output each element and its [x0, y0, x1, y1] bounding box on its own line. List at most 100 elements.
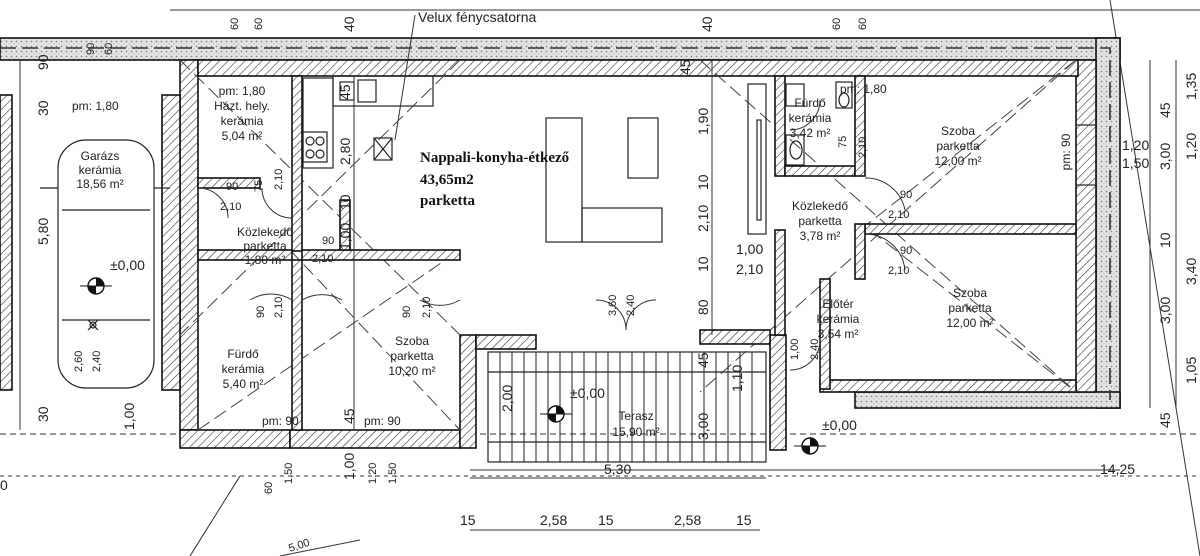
room-eloter-floor: kerámia	[817, 312, 860, 326]
left-dimensions: 90 30 5,80 30 1,00 2,60 2,40 0	[0, 54, 137, 493]
dimension-label: 2,10	[888, 265, 909, 277]
dimension-label: 60	[831, 18, 843, 30]
dimension-label: 90	[85, 43, 97, 55]
dimension-label: 2,80	[337, 138, 353, 165]
dimension-label: 2,60	[73, 351, 85, 372]
room-kozl2-name: Közlekedő	[792, 199, 848, 213]
kitchen-dimensions: 45 2,80 10 1,00	[337, 84, 353, 250]
dimension-label: 1,90	[695, 108, 711, 135]
room-labels: Garázs kerámia 18,56 m² pm: 1,80 Házt. h…	[76, 84, 993, 439]
room-kozl1-name: Közlekedő	[237, 225, 293, 239]
terrace-stairs	[487, 351, 767, 479]
room-szoba1-name: Szoba	[395, 334, 429, 348]
room-terasz-name: Terasz	[618, 409, 653, 423]
terrace-dimensions: 2,00 3,00 1,10 5,30 14,25	[499, 365, 1135, 477]
dimension-label: 3,00	[1157, 297, 1173, 324]
dimension-label: 90	[255, 306, 267, 318]
door-dimensions: 90 2,10 75 2,10 90 2,10 90 2,10 90 2,10 …	[220, 136, 869, 318]
dimension-label: 90	[401, 306, 413, 318]
right-dimensions: 45 3,00 10 3,40 3,00 45 1,35 1,20 1,50 1…	[1122, 73, 1199, 428]
dimension-label: 90	[35, 54, 51, 70]
room-furdo2-floor: kerámia	[789, 111, 832, 125]
dimension-label: 5,30	[604, 461, 631, 477]
room-furdo1-area: 5,40 m²	[223, 377, 264, 391]
dimension-label: 60	[857, 18, 869, 30]
dimension-label: 2,10	[695, 205, 711, 232]
room-szoba1-area: 10,20 m²	[388, 364, 435, 378]
main-room-area: 43,65m2	[420, 172, 474, 188]
dimension-label: 2,40	[625, 295, 637, 316]
dimension-label: 1,20	[1122, 137, 1149, 153]
main-room-name: Nappali-konyha-étkező	[420, 150, 570, 166]
dimension-label: 45	[1157, 102, 1173, 118]
dimension-label: 1,35	[1183, 73, 1199, 100]
room-szoba3-name: Szoba	[953, 286, 987, 300]
fixtures	[302, 75, 1097, 243]
top-dimensions: 60 60 40 40 60 60 90 60	[85, 16, 869, 55]
dimension-label: 30	[35, 406, 51, 422]
room-eloter-name: Előtér	[822, 297, 853, 311]
dimension-label: 2,10	[312, 253, 333, 265]
level-markers	[80, 277, 826, 455]
dimension-label: 3,60	[607, 295, 619, 316]
dimension-label: 15	[598, 512, 614, 528]
dimension-label: 2,58	[540, 512, 567, 528]
dimension-label: 1,05	[1183, 357, 1199, 384]
right-door-dimensions: 90 2,10 90 2,10 1,00 2,40 3,60 2,40	[607, 189, 912, 360]
dimension-label: 14,25	[1100, 461, 1135, 477]
dimension-label: 2,40	[809, 339, 821, 360]
room-garazs-floor: kerámia	[79, 163, 122, 177]
car-outline	[40, 139, 170, 389]
room-kozl2-floor: parketta	[798, 214, 842, 228]
outer-walls	[0, 37, 1121, 451]
sill-right: pm: 90	[1059, 133, 1073, 170]
sill-bottom1: pm: 90	[262, 414, 299, 428]
dimension-label: 40	[341, 16, 357, 32]
dimension-label: 90	[900, 245, 912, 257]
dimension-label: 1,20	[367, 463, 379, 484]
dimension-label: 15	[460, 512, 476, 528]
bottom-dimensions: 60 1,50 1,00 1,20 1,50 45 15 2,58 15 2,5…	[263, 408, 752, 555]
dimension-label: 45	[695, 352, 711, 368]
dimension-label: 45	[341, 408, 357, 424]
dimension-label: 1,50	[283, 463, 295, 484]
dimension-label: 1,20	[1183, 133, 1199, 160]
velux-annotation: Velux fénycsatorna	[418, 9, 537, 25]
interior-walls	[197, 75, 1077, 431]
dimension-label: 2,10	[273, 169, 285, 190]
room-hazt-area: 5,04 m²	[222, 129, 263, 143]
dimension-label: 60	[263, 482, 275, 494]
room-furdo1-name: Fürdő	[227, 347, 259, 361]
dimension-label: 40	[699, 16, 715, 32]
dimension-label: 60	[229, 18, 241, 30]
dimension-label: 90	[226, 181, 238, 193]
sill-bath-top: pm: 1,80	[840, 82, 887, 96]
dimension-label: 3,00	[695, 413, 711, 440]
room-szoba2-name: Szoba	[941, 124, 975, 138]
dimension-label: 1,00	[121, 403, 137, 430]
level-outside: ±0,00	[822, 417, 857, 433]
dimension-label: 2,10	[273, 297, 285, 318]
room-furdo1-floor: kerámia	[222, 362, 265, 376]
dimension-label: 15	[736, 512, 752, 528]
dimension-label: 90	[322, 235, 334, 247]
dimension-label: 1,00	[337, 223, 353, 250]
level-garage: ±0,00	[110, 257, 145, 273]
room-kozl1-area: 1,80 m²	[245, 253, 286, 267]
dimension-label: 2,10	[421, 297, 433, 318]
dimension-label: 45	[337, 84, 353, 100]
main-room-floor: parketta	[420, 193, 475, 209]
sill-garage: pm: 1,80	[72, 99, 119, 113]
room-hazt-floor: kerámia	[221, 114, 264, 128]
dimension-label: 75	[837, 136, 849, 148]
dimension-label: 45	[677, 59, 693, 75]
dimension-label: 0	[0, 477, 8, 493]
dimension-label: 5,80	[35, 218, 51, 245]
room-terasz-area: 15,90 m²	[612, 425, 659, 439]
dimension-label: 60	[103, 43, 115, 55]
room-furdo2-area: 3,42 m²	[790, 126, 831, 140]
room-szoba3-area: 12,00 m²	[946, 316, 993, 330]
room-furdo2-name: Fürdő	[794, 96, 826, 110]
dimension-label: 1,00	[341, 453, 357, 480]
